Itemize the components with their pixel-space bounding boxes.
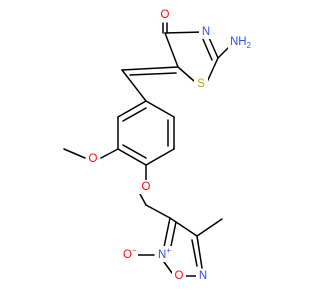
- ring-sulfur-label: S: [197, 78, 205, 90]
- bond-nring-c4: [196, 235, 203, 269]
- bond-c3-nplus: [163, 217, 171, 248]
- bond-nplus-oring: [163, 261, 173, 274]
- bond-oether-ch2: [139, 193, 147, 206]
- bond-b4-b5: [117, 148, 147, 166]
- amine-label: NH2: [230, 36, 252, 50]
- bond-c2-s1: [206, 57, 219, 83]
- noxide-oxygen-label: O−: [123, 246, 137, 262]
- carbonyl-oxygen-label: O: [161, 9, 170, 21]
- methoxy-oxygen-label: O: [89, 153, 98, 165]
- bond-b6-b1-inner: [122, 107, 147, 122]
- ether-oxygen-label: O: [142, 181, 151, 193]
- bond-b4-b5-inner: [122, 144, 147, 159]
- noxide-nitrogen-label: N+: [158, 246, 171, 262]
- bond-exo: [121, 66, 179, 71]
- bonds: [63, 22, 230, 277]
- furazan-oxygen-label: O: [175, 270, 184, 282]
- bond-n3-c2-double: [201, 36, 213, 61]
- bond-b1-b2: [145, 100, 175, 118]
- bond-b5-omethoxy: [100, 148, 119, 159]
- bond-c2-nh2: [217, 46, 230, 59]
- bond-c3-nplus-double: [170, 221, 177, 247]
- ring-nitrogen-label: N: [202, 26, 210, 38]
- bond-ch2-c3: [145, 204, 171, 219]
- atom-labels: O N NH2 S O O O− N+ O N: [86, 8, 256, 283]
- bond-c4-n3: [164, 31, 204, 34]
- bond-b6-b1: [117, 100, 147, 118]
- bond-s1-c5: [177, 66, 195, 82]
- bond-nring-c4-double: [191, 239, 198, 267]
- bond-omethoxy-ch3: [63, 148, 86, 159]
- bond-c4-c5: [164, 32, 179, 68]
- molecule-structure: O N NH2 S O O O− N+ O N: [63, 8, 256, 283]
- furazan-nitrogen-label: N: [199, 270, 207, 282]
- bond-b3-b4: [145, 148, 175, 166]
- bond-ch-ring: [121, 69, 147, 102]
- bond-c4-methyl: [196, 218, 223, 237]
- bond-exo-double: [129, 72, 177, 76]
- bond-c3-c4: [169, 217, 198, 237]
